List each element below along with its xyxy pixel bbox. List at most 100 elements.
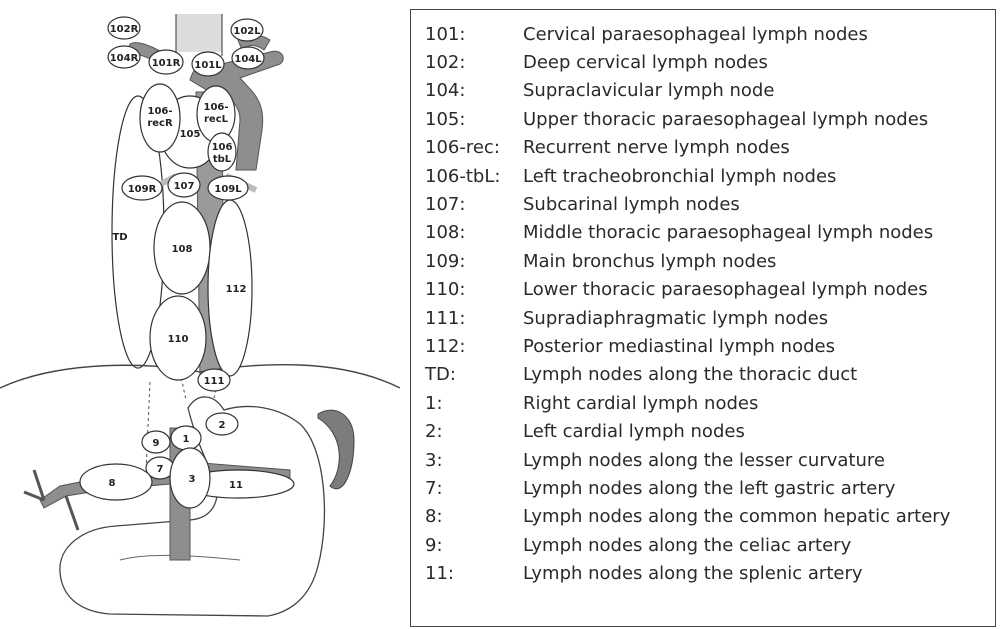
node-107: 107 [168, 173, 200, 197]
node-109L: 109L [208, 176, 248, 200]
legend-code: 111: [425, 308, 523, 329]
legend-row: 101:Cervical paraesophageal lymph nodes [425, 20, 995, 48]
node-102R: 102R [108, 17, 140, 39]
svg-text:9: 9 [153, 438, 160, 449]
node-109R: 109R [122, 176, 162, 200]
svg-text:106-: 106- [203, 102, 228, 113]
legend-row: TD:Lymph nodes along the thoracic duct [425, 361, 995, 389]
svg-text:8: 8 [109, 478, 116, 489]
node-104R: 104R [108, 46, 140, 68]
legend-description: Cervical paraesophageal lymph nodes [523, 24, 995, 45]
legend-row: 112:Posterior mediastinal lymph nodes [425, 332, 995, 360]
legend-row: 111:Supradiaphragmatic lymph nodes [425, 304, 995, 332]
svg-text:110: 110 [168, 334, 189, 345]
legend-code: 7: [425, 478, 523, 499]
svg-text:2: 2 [219, 420, 226, 431]
node-106recL: 106- recL [197, 86, 235, 142]
node-111: 111 [198, 369, 230, 391]
legend-row: 102:Deep cervical lymph nodes [425, 48, 995, 76]
legend-row: 1:Right cardial lymph nodes [425, 389, 995, 417]
legend-description: Lymph nodes along the common hepatic art… [523, 506, 995, 527]
svg-text:3: 3 [189, 474, 196, 485]
svg-text:104L: 104L [234, 54, 262, 65]
legend-description: Subcarinal lymph nodes [523, 194, 995, 215]
legend-description: Deep cervical lymph nodes [523, 52, 995, 73]
svg-text:7: 7 [157, 464, 164, 475]
svg-text:1: 1 [183, 434, 190, 445]
legend-description: Left tracheobronchial lymph nodes [523, 166, 995, 187]
svg-text:109L: 109L [214, 184, 242, 195]
legend-row: 11:Lymph nodes along the splenic artery [425, 559, 995, 587]
legend-code: 3: [425, 450, 523, 471]
node-1: 1 [171, 426, 201, 450]
legend-description: Lymph nodes along the left gastric arter… [523, 478, 995, 499]
svg-text:tbL: tbL [213, 154, 232, 165]
legend-description: Lymph nodes along the splenic artery [523, 563, 995, 584]
legend-code: 106-tbL: [425, 166, 523, 187]
svg-text:106: 106 [212, 142, 233, 153]
svg-text:102L: 102L [233, 26, 261, 37]
legend-row: 105:Upper thoracic paraesophageal lymph … [425, 105, 995, 133]
legend-code: 104: [425, 80, 523, 101]
legend-code: 108: [425, 222, 523, 243]
legend-description: Lymph nodes along the celiac artery [523, 535, 995, 556]
node-3: 3 [170, 448, 210, 508]
svg-text:108: 108 [172, 244, 193, 255]
node-102L: 102L [231, 19, 263, 41]
legend-code: 105: [425, 109, 523, 130]
legend-row: 8:Lymph nodes along the common hepatic a… [425, 503, 995, 531]
legend-code: 106-rec: [425, 137, 523, 158]
legend-description: Supraclavicular lymph node [523, 80, 995, 101]
svg-text:112: 112 [226, 284, 247, 295]
legend-row: 108:Middle thoracic paraesophageal lymph… [425, 219, 995, 247]
legend-description: Upper thoracic paraesophageal lymph node… [523, 109, 995, 130]
spleen [318, 410, 354, 489]
legend-description: Left cardial lymph nodes [523, 421, 995, 442]
legend-code: 110: [425, 279, 523, 300]
svg-text:101L: 101L [194, 60, 222, 71]
node-TD-label: TD [112, 232, 127, 243]
node-2: 2 [206, 413, 238, 435]
node-112: 112 [208, 200, 252, 376]
lymph-node-station-diagram: 102R 102L 104R 101R 101L 104L 105 106- r… [0, 0, 400, 629]
legend-description: Supradiaphragmatic lymph nodes [523, 308, 995, 329]
legend-code: 112: [425, 336, 523, 357]
svg-text:recL: recL [204, 114, 229, 125]
legend-description: Lymph nodes along the lesser curvature [523, 450, 995, 471]
legend-code: 1: [425, 393, 523, 414]
legend-description: Posterior mediastinal lymph nodes [523, 336, 995, 357]
legend-code: 8: [425, 506, 523, 527]
legend-row: 107:Subcarinal lymph nodes [425, 190, 995, 218]
svg-text:102R: 102R [110, 24, 139, 35]
legend-row: 109:Main bronchus lymph nodes [425, 247, 995, 275]
node-106tbL: 106 tbL [208, 133, 236, 171]
legend-row: 3:Lymph nodes along the lesser curvature [425, 446, 995, 474]
legend-code: 11: [425, 563, 523, 584]
legend-code: 101: [425, 24, 523, 45]
node-101L: 101L [192, 52, 224, 76]
node-8: 8 [80, 464, 152, 500]
legend-description: Main bronchus lymph nodes [523, 251, 995, 272]
legend-code: 102: [425, 52, 523, 73]
svg-text:104R: 104R [110, 53, 139, 64]
svg-text:107: 107 [174, 181, 195, 192]
legend-row: 106-tbL:Left tracheobronchial lymph node… [425, 162, 995, 190]
legend-row: 110:Lower thoracic paraesophageal lymph … [425, 276, 995, 304]
legend-description: Lymph nodes along the thoracic duct [523, 364, 995, 385]
node-110: 110 [150, 296, 206, 380]
svg-text:recR: recR [147, 118, 173, 129]
legend-code: 2: [425, 421, 523, 442]
legend-row: 9:Lymph nodes along the celiac artery [425, 531, 995, 559]
legend-row: 106-rec:Recurrent nerve lymph nodes [425, 134, 995, 162]
svg-text:106-: 106- [147, 106, 172, 117]
svg-text:109R: 109R [128, 184, 157, 195]
legend-row: 104:Supraclavicular lymph node [425, 77, 995, 105]
node-108: 108 [154, 202, 210, 294]
legend-description: Middle thoracic paraesophageal lymph nod… [523, 222, 995, 243]
node-101R: 101R [149, 50, 183, 74]
svg-text:101R: 101R [152, 58, 181, 69]
legend-code: TD: [425, 364, 523, 385]
node-104L: 104L [232, 47, 264, 69]
node-106recR: 106- recR [140, 84, 180, 152]
